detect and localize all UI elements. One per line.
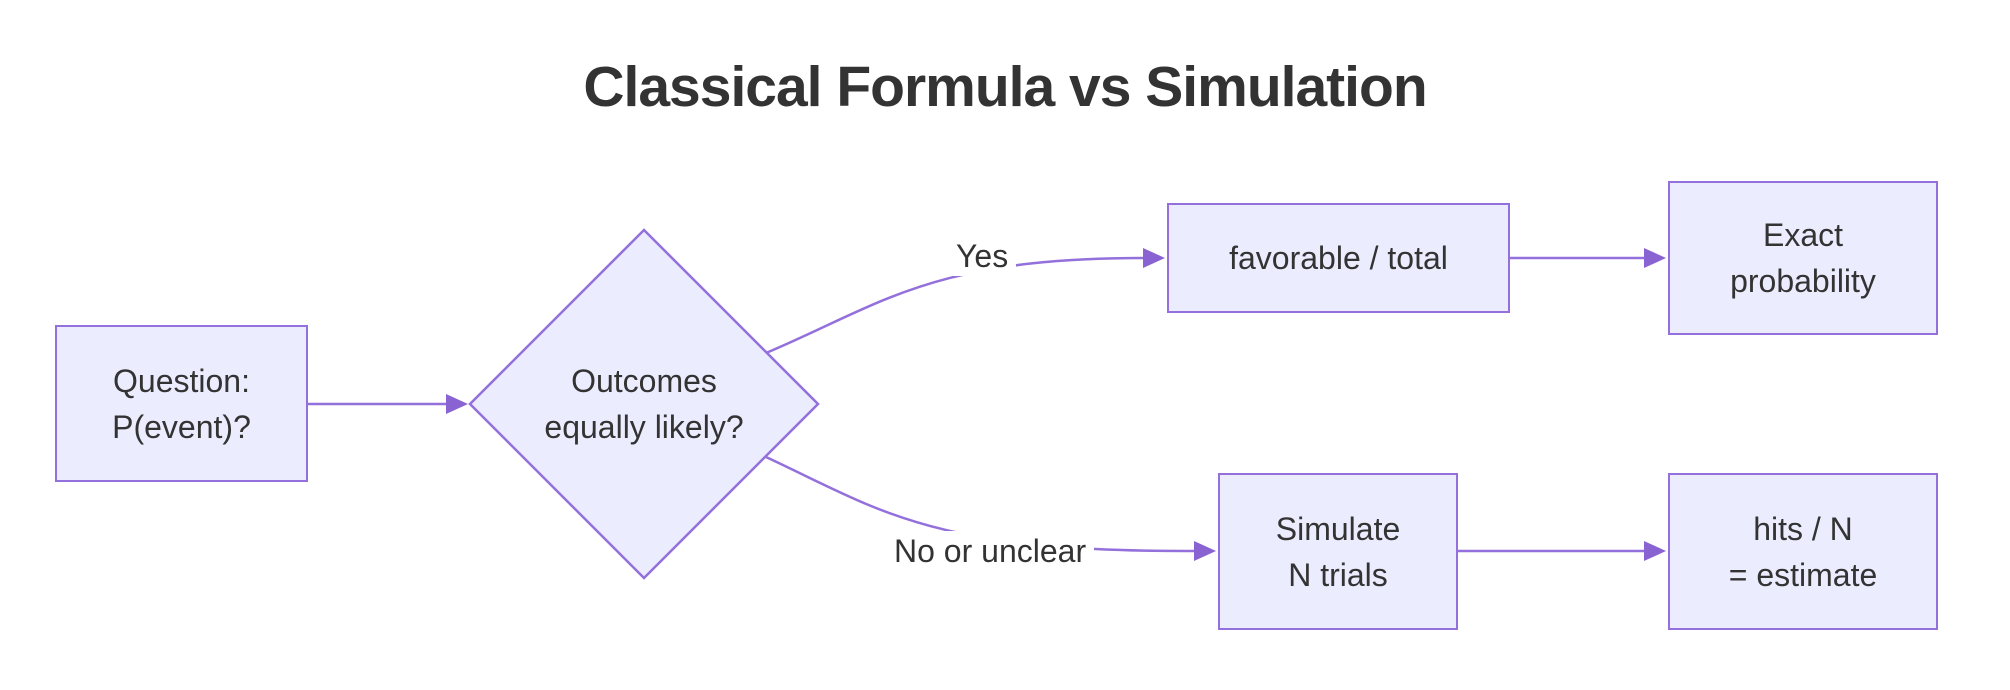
node-question: Question: P(event)? xyxy=(55,325,308,482)
arrowhead-icon xyxy=(1644,248,1666,268)
node-hits-estimate: hits / N = estimate xyxy=(1668,473,1938,630)
edge-label-yes: Yes xyxy=(948,236,1017,276)
node-decision-label: Outcomes equally likely? xyxy=(544,363,744,445)
decision-diamond-shape xyxy=(468,228,820,580)
node-simulate-n-trials: Simulate N trials xyxy=(1218,473,1458,630)
node-exact-probability: Exact probability xyxy=(1668,181,1938,335)
diagram-title: Classical Formula vs Simulation xyxy=(583,55,1427,119)
edge-decision-simulate xyxy=(765,455,1195,553)
node-favorable-total: favorable / total xyxy=(1167,203,1510,313)
arrowhead-icon xyxy=(1143,248,1165,268)
arrowhead-icon xyxy=(1194,541,1216,561)
arrowhead-icon xyxy=(1644,541,1666,561)
edge-decision-favorable xyxy=(765,256,1144,355)
arrowhead-icon xyxy=(446,394,468,414)
edge-label-no-or-unclear: No or unclear xyxy=(886,531,1095,571)
